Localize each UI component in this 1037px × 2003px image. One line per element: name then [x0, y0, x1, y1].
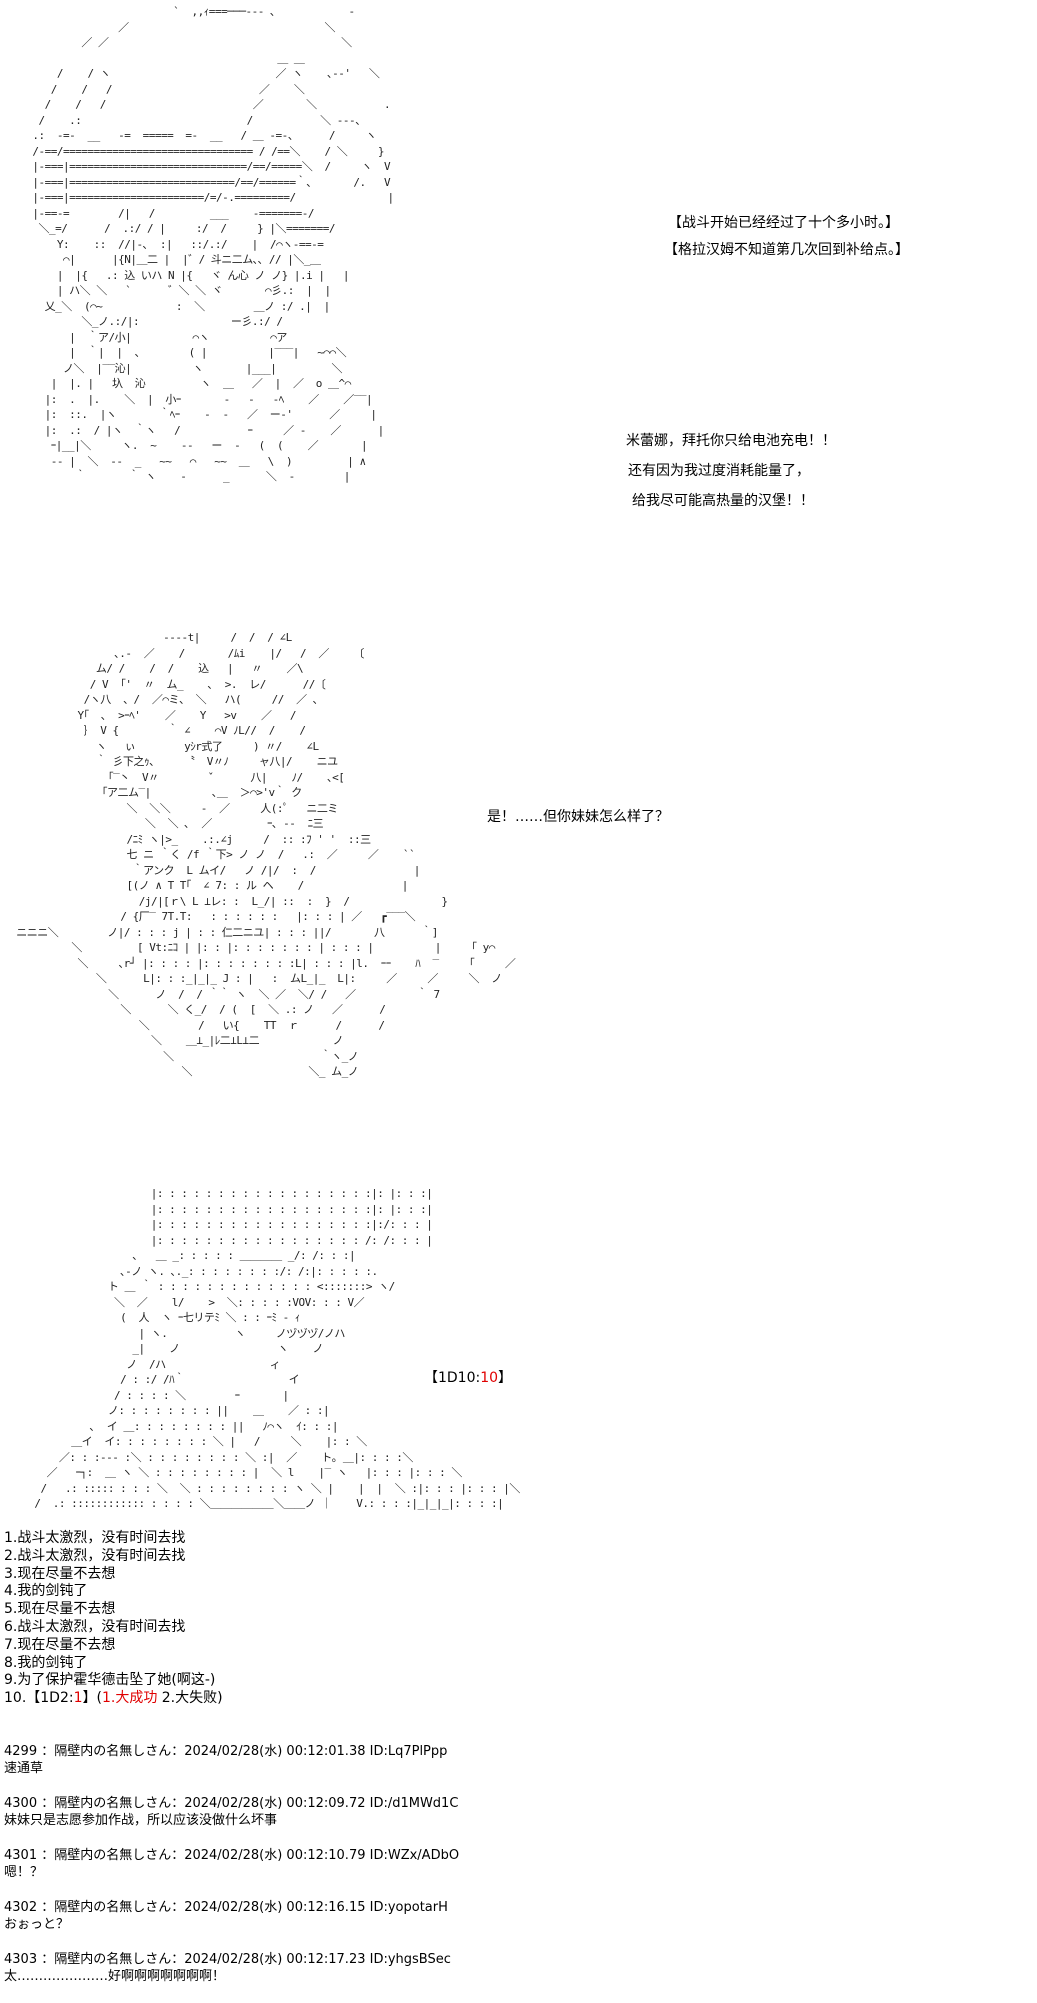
option10-suffix: 】(: [82, 1690, 102, 1707]
dice-roll-suffix: 】: [498, 1370, 513, 1386]
post: 4301 ：隔壁内の名無しさん：2024/02/28(水) 00:12:10.7…: [4, 1847, 459, 1881]
post-header: 4299 ：隔壁内の名無しさん：2024/02/28(水) 00:12:01.3…: [4, 1744, 448, 1759]
narration-line-2: 【格拉汉姆不知道第几次回到补给点。】: [664, 242, 909, 258]
speech-line-1: 米蕾娜，拜托你只给电池充电！！: [626, 433, 836, 449]
post-body: 太…………………好啊啊啊啊啊啊啊！: [4, 1969, 226, 1984]
thread-posts: 4299 ：隔壁内の名無しさん：2024/02/28(水) 00:12:01.3…: [4, 1743, 459, 2003]
option-item: 9.为了保护霍华德击坠了她(啊这-): [4, 1672, 216, 1689]
dice-roll-prefix: 【1D10:: [424, 1370, 481, 1386]
option-item: 3.现在尽量不去想: [4, 1565, 116, 1582]
narration-line-1: 【战斗开始已经经过了十个多小时。】: [668, 215, 899, 231]
option-item: 2.战斗太激烈，没有时间去找: [4, 1547, 186, 1564]
dice-roll-1d10: 【1D10:10】: [424, 1367, 512, 1387]
post-body: 妹妹只是志愿参加作战，所以应该没做什么坏事: [4, 1813, 278, 1828]
option-item: 5.现在尽量不去想: [4, 1601, 116, 1618]
option10-rest: 2.大失败): [157, 1690, 223, 1707]
option-item: 8.我的剑钝了: [4, 1654, 88, 1671]
post: 4300 ：隔壁内の名無しさん：2024/02/28(水) 00:12:09.7…: [4, 1795, 459, 1829]
option-item: 7.现在尽量不去想: [4, 1636, 116, 1653]
speech-line-3: 给我尽可能高热量的汉堡！！: [632, 493, 814, 509]
ascii-art-panel-1: ` ,,ｨ===───‐‐- ､ - ／ ＼ ／ ／ ＼ ＿ ＿ / / ヽ: [32, 5, 394, 483]
narration-box: 【战斗开始已经经过了十个多小时。】 【格拉汉姆不知道第几次回到补给点。】: [664, 210, 909, 264]
options-list: 1.战斗太激烈，没有时间去找 2.战斗太激烈，没有时间去找 3.现在尽量不去想 …: [4, 1530, 223, 1708]
post: 4302 ：隔壁内の名無しさん：2024/02/28(水) 00:12:16.1…: [4, 1899, 459, 1933]
post-header: 4300 ：隔壁内の名無しさん：2024/02/28(水) 00:12:09.7…: [4, 1796, 459, 1811]
speech-mirena: 是！……但你妹妹怎么样了？: [487, 809, 669, 825]
post-body: 速通草: [4, 1761, 44, 1776]
option10-roll-value: 1: [73, 1690, 83, 1707]
option-item: 4.我的剑钝了: [4, 1583, 88, 1600]
post-body: おぉっと？: [4, 1917, 70, 1932]
option-item-10: 10.【1D2:1】(1.大成功 2.大失败): [4, 1690, 223, 1708]
ascii-art-panel-2: -‐‐‐t| / / / ∠L ､.- ／ / /ﾑi |/ / ／ 〔 ム/ …: [16, 631, 516, 1078]
post-header: 4301 ：隔壁内の名無しさん：2024/02/28(水) 00:12:10.7…: [4, 1848, 460, 1863]
speech-graham: 米蕾娜，拜托你只给电池充电！！ 还有因为我过度消耗能量了， 给我尽可能高热量的汉…: [626, 426, 836, 516]
option10-prefix: 10.【1D2:: [4, 1690, 74, 1707]
option-item: 1.战斗太激烈，没有时间去找: [4, 1530, 186, 1546]
post: 4299 ：隔壁内の名無しさん：2024/02/28(水) 00:12:01.3…: [4, 1743, 459, 1777]
ascii-art-panel-3: |: : : : : : : : : : : : : : : : : :|: |…: [34, 1187, 520, 1510]
option10-choice-1: 1.大成功: [101, 1690, 158, 1707]
post-body: 嗯！？: [4, 1865, 44, 1880]
speech-line-2: 还有因为我过度消耗能量了，: [628, 463, 810, 479]
post: 4303 ：隔壁内の名無しさん：2024/02/28(水) 00:12:17.2…: [4, 1951, 459, 1985]
post-header: 4302 ：隔壁内の名無しさん：2024/02/28(水) 00:12:16.1…: [4, 1900, 448, 1915]
post-header: 4303 ：隔壁内の名無しさん：2024/02/28(水) 00:12:17.2…: [4, 1952, 451, 1967]
option-item: 6.战斗太激烈，没有时间去找: [4, 1618, 186, 1635]
dice-roll-value: 10: [480, 1370, 499, 1386]
